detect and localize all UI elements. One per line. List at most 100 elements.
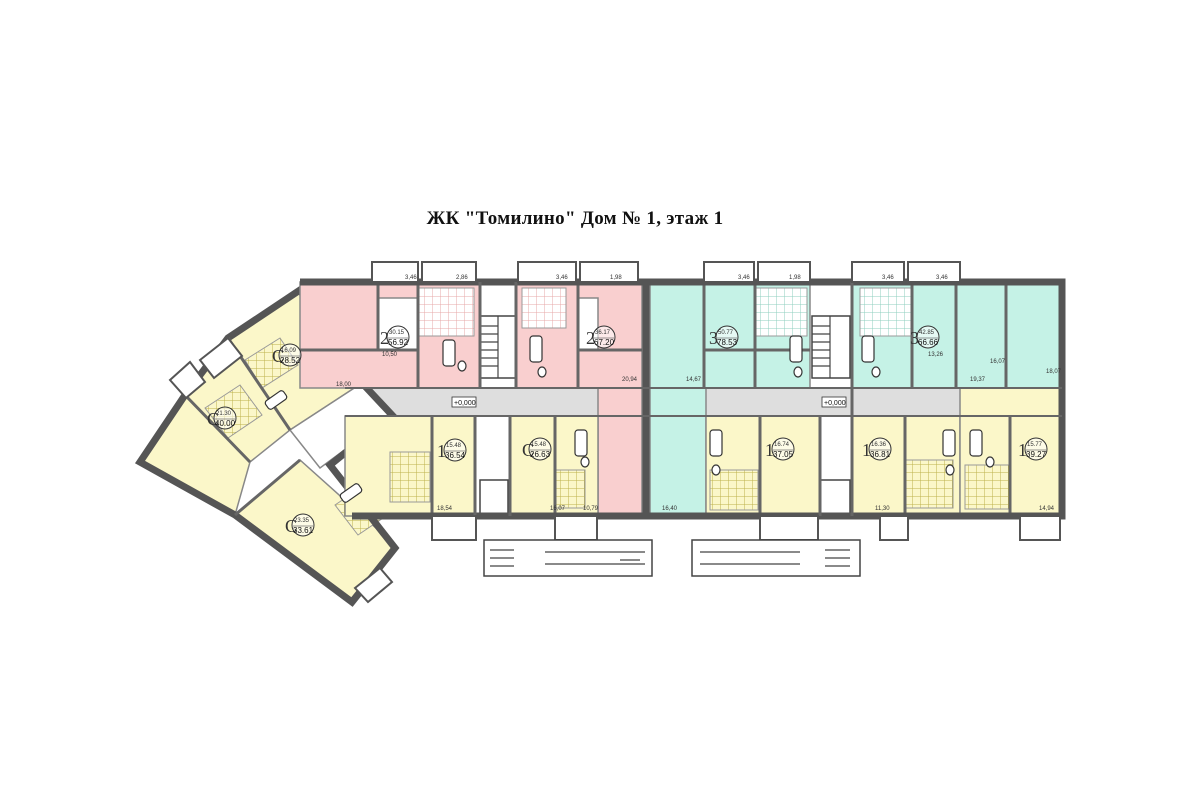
apartment-label-ap7: С23.35 33.61 bbox=[285, 513, 315, 537]
bathtub-icon bbox=[709, 429, 723, 457]
bathtub-icon bbox=[264, 390, 288, 410]
bathroom-tiles bbox=[754, 287, 808, 337]
living-area: 16.74 bbox=[774, 442, 790, 448]
apartment-badge bbox=[386, 325, 410, 349]
room-dimension: 18,54 bbox=[437, 506, 453, 512]
apartment-rooms: 1 bbox=[765, 440, 774, 460]
room-dimension: 16,07 bbox=[550, 506, 566, 512]
entrance-stair bbox=[819, 479, 851, 517]
apartment-rooms: С bbox=[207, 409, 219, 429]
level-mark: +0,000 bbox=[454, 400, 476, 407]
toilet-icon bbox=[457, 360, 467, 372]
room-dimension: 1,98 bbox=[789, 275, 801, 281]
room-dimension: 3,46 bbox=[556, 275, 568, 281]
apartment-rooms: 3 bbox=[910, 328, 919, 348]
bathroom-tiles bbox=[859, 287, 913, 337]
apartment-badge bbox=[715, 325, 739, 349]
entrance-stair bbox=[479, 479, 509, 517]
living-area: 30.15 bbox=[389, 330, 405, 336]
toilet-icon bbox=[945, 464, 955, 476]
apartment-rooms: С bbox=[272, 346, 284, 366]
apartment-rooms: С bbox=[285, 516, 297, 536]
total-area: 36.54 bbox=[445, 451, 466, 460]
room-dimension: 11,30 bbox=[875, 506, 890, 512]
room-dimension: 3,46 bbox=[882, 275, 894, 281]
bathtub-icon bbox=[969, 429, 983, 457]
bathtub-icon bbox=[442, 339, 456, 367]
living-area: 50.77 bbox=[718, 330, 734, 336]
apartment-rooms: 3 bbox=[709, 328, 718, 348]
room-dimension: 18,00 bbox=[336, 382, 352, 388]
bathtub-icon bbox=[789, 335, 803, 363]
total-area: 33.61 bbox=[293, 526, 314, 535]
apartment-rooms: 1 bbox=[437, 441, 446, 461]
apartment-ap2-room bbox=[597, 415, 643, 517]
total-area: 56.92 bbox=[388, 338, 409, 347]
apartment-ap3-room bbox=[649, 415, 707, 517]
living-area: 15.77 bbox=[1027, 442, 1043, 448]
balcony bbox=[168, 360, 207, 400]
apartment-rooms: 1 bbox=[862, 440, 871, 460]
toilet-icon bbox=[985, 456, 995, 468]
bathroom-tiles bbox=[554, 469, 586, 509]
room-dimension: 10,50 bbox=[382, 352, 398, 358]
room-dimension: 16,07 bbox=[990, 359, 1006, 365]
north-balconies bbox=[371, 261, 961, 283]
total-area: 36.81 bbox=[870, 450, 891, 459]
level-marks: +0,000 +0,000 bbox=[451, 396, 847, 408]
toilet-icon bbox=[871, 366, 881, 378]
toilet-icon bbox=[580, 456, 590, 468]
living-area: 36.17 bbox=[595, 330, 611, 336]
room-dimension: 14,67 bbox=[686, 377, 702, 383]
total-area: 26.63 bbox=[530, 450, 551, 459]
living-area: 15.48 bbox=[531, 442, 547, 448]
bathroom-tiles bbox=[709, 469, 759, 511]
bathroom-tiles bbox=[417, 287, 475, 337]
total-area: 67.20 bbox=[594, 338, 615, 347]
south-balconies bbox=[431, 515, 1061, 577]
living-area: 16.36 bbox=[871, 442, 887, 448]
bathtub-icon bbox=[339, 483, 363, 503]
total-area: 39.27 bbox=[1026, 450, 1047, 459]
total-area: 28.52 bbox=[280, 356, 301, 365]
room-dimension: 20,94 bbox=[622, 377, 638, 383]
apartment-ap2-room bbox=[597, 387, 643, 417]
living-area: 16.09 bbox=[281, 348, 297, 354]
toilet-icon bbox=[793, 366, 803, 378]
balcony bbox=[353, 566, 394, 604]
apartment-badge bbox=[278, 343, 302, 367]
bathroom-tiles bbox=[389, 451, 431, 503]
apartment-badge bbox=[443, 438, 467, 462]
toilet-icon bbox=[537, 366, 547, 378]
room-dimension: 18,07 bbox=[1046, 369, 1062, 375]
apartment-ap3-room bbox=[649, 387, 707, 417]
apartment-rooms: 2 bbox=[380, 328, 389, 348]
apartment-label-ap5: С16.09 28.52 bbox=[272, 343, 302, 367]
room-dimension: 3,46 bbox=[738, 275, 750, 281]
balcony bbox=[198, 336, 244, 380]
apartment-badge bbox=[592, 325, 616, 349]
room-dimension: 19,37 bbox=[970, 377, 986, 383]
bathroom-tiles bbox=[964, 464, 1010, 510]
bathtub-icon bbox=[529, 335, 543, 363]
apartment-badge bbox=[528, 437, 552, 461]
room-dimension: 13,26 bbox=[928, 352, 944, 358]
apartment-badge bbox=[771, 437, 795, 461]
toilet-icon bbox=[711, 464, 721, 476]
total-area: 37.05 bbox=[773, 450, 794, 459]
room-dimension: 3,46 bbox=[936, 275, 948, 281]
staircase bbox=[811, 315, 851, 379]
apartment-rooms: 1 bbox=[1018, 440, 1027, 460]
living-area: 23.35 bbox=[294, 518, 310, 524]
room-dimension: 10,79 bbox=[583, 506, 599, 512]
